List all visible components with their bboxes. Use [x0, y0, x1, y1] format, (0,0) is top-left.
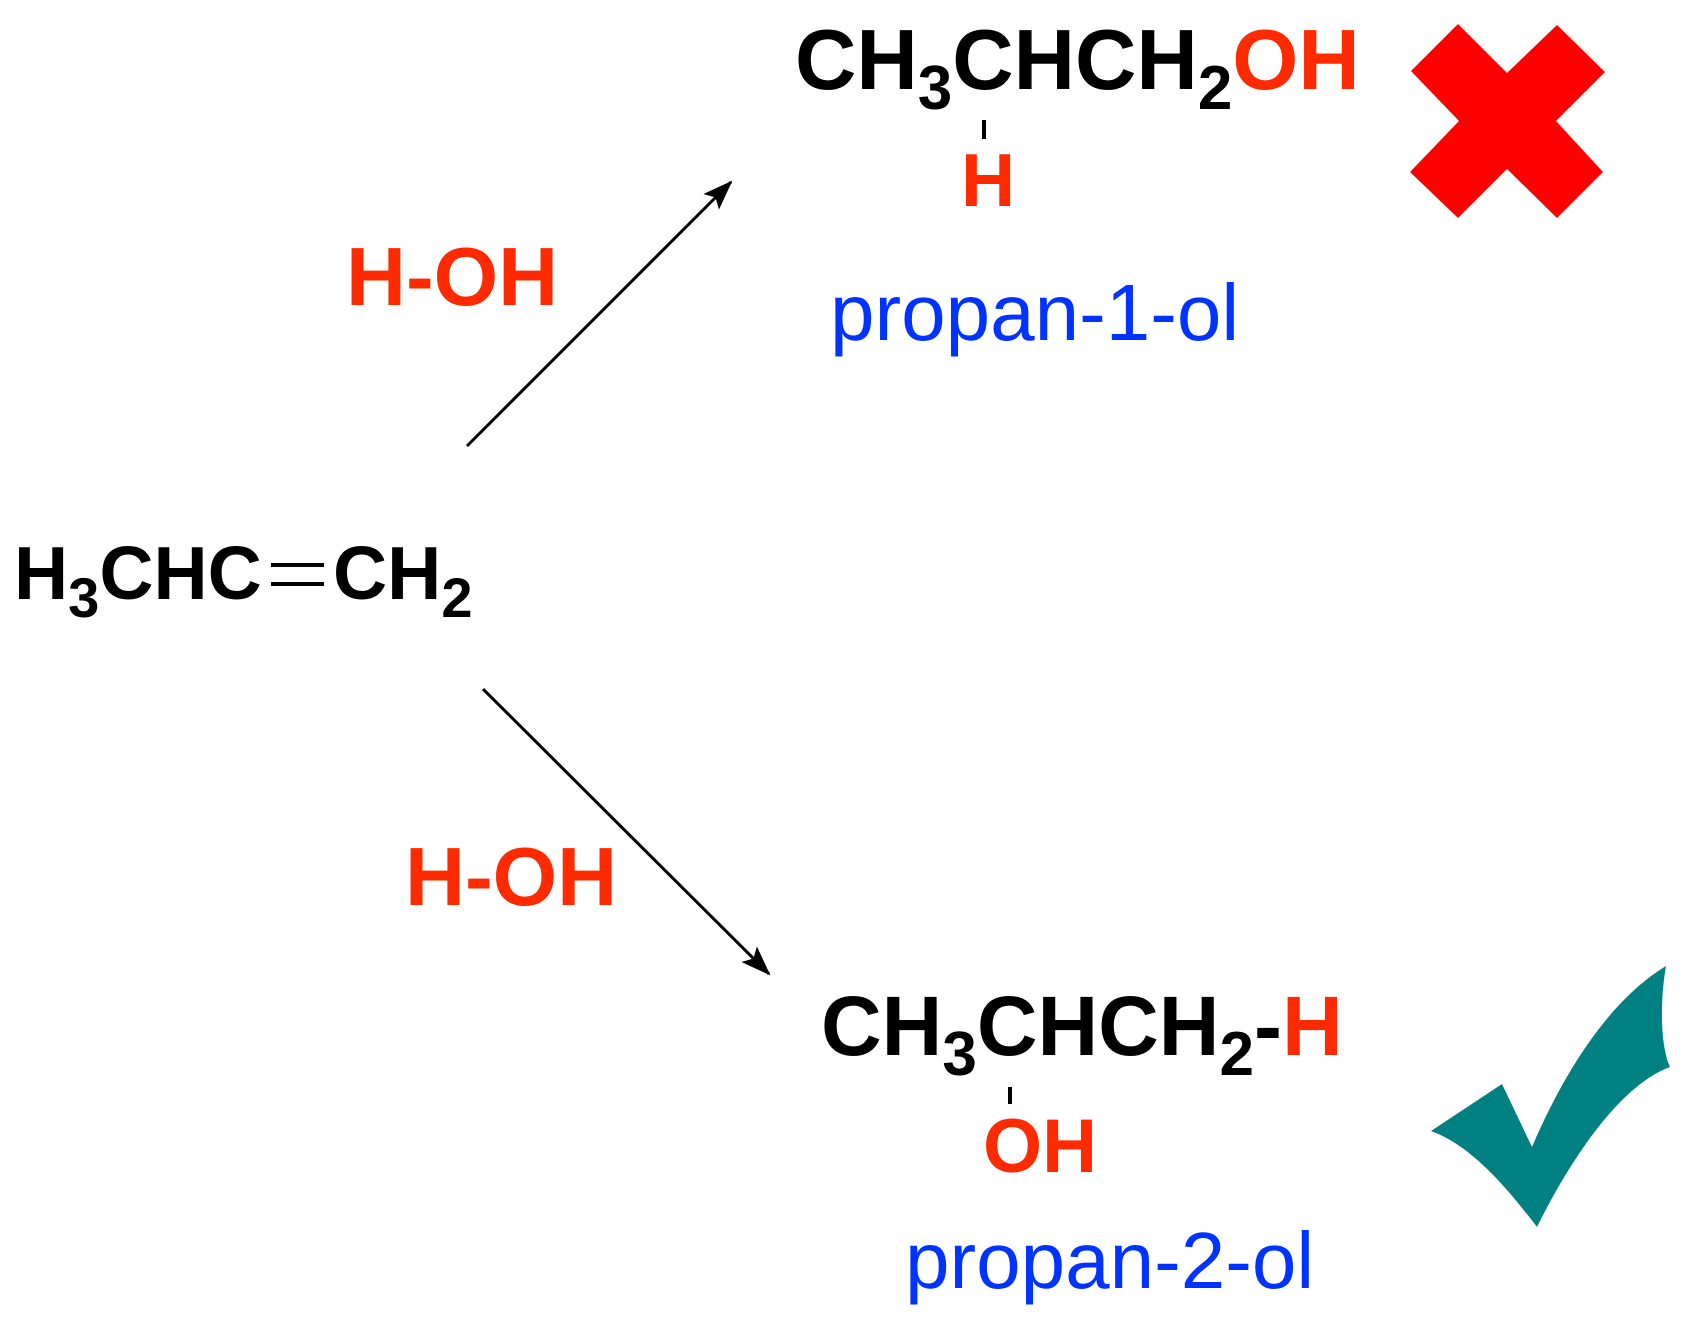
product-bottom-formula: CH3CHCH2-H	[821, 979, 1343, 1089]
reagent-top-water: H-OH	[346, 230, 558, 323]
reactant-formula-right: CH2	[333, 531, 472, 629]
arrow-to-propan-1-ol	[465, 180, 733, 448]
reactant-propene: H3CHC CH2	[14, 531, 472, 629]
product-top-name: propan-1-ol	[830, 268, 1239, 357]
product-bottom-name: propan-2-ol	[905, 1216, 1314, 1305]
arrow-to-propan-2-ol	[481, 687, 771, 976]
product-top-formula: CH3CHCH2OH	[795, 13, 1360, 123]
reactant-formula-left: H3CHC	[14, 531, 262, 629]
product-bottom-branch-oh: OH	[983, 1104, 1097, 1189]
check-icon	[1431, 966, 1670, 1227]
product-bottom: CH3CHCH2-H OH propan-2-ol	[821, 979, 1343, 1305]
product-top-branch-h: H	[961, 138, 1015, 222]
cross-icon	[1410, 24, 1605, 218]
product-top: CH3CHCH2OH H propan-1-ol	[795, 13, 1360, 357]
reagent-bottom-water: H-OH	[405, 830, 617, 923]
